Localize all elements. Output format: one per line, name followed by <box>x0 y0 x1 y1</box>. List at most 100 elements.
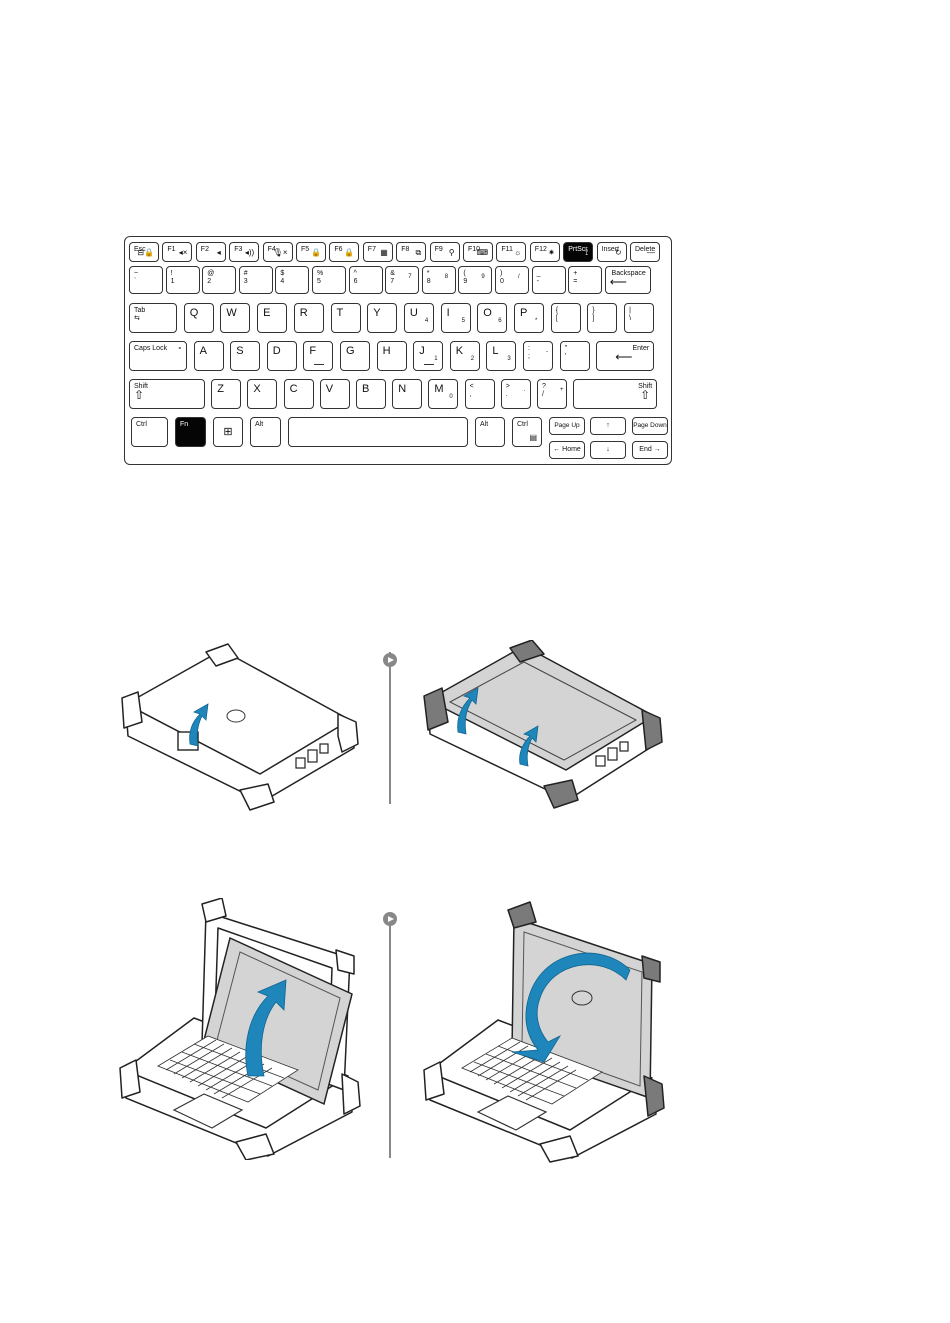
key-legend: L <box>492 345 499 357</box>
key-legend: 0 <box>500 278 504 285</box>
key-page-up[interactable]: Page Up <box>549 417 585 435</box>
homing-bar <box>424 363 435 365</box>
key-windows[interactable]: ⊞ <box>213 417 243 447</box>
key-fn[interactable]: Fn <box>175 417 206 447</box>
key-g[interactable]: G <box>340 341 370 371</box>
open-arrow-icon <box>245 979 287 1077</box>
key-v-4[interactable]: V <box>319 379 350 409</box>
key-f1[interactable]: F1◂× <box>162 242 193 262</box>
key-legend: ⊞ <box>223 426 233 438</box>
key-legend: 8 <box>444 274 449 280</box>
key-prtscr[interactable]: PrtScr⟟ <box>563 242 594 262</box>
key-c-3[interactable]: C <box>283 379 314 409</box>
key-sym[interactable]: |\ <box>624 303 655 333</box>
key-number-1[interactable]: !1 <box>165 266 200 294</box>
key-insert[interactable]: Insert↻ <box>596 242 627 262</box>
key-x-2[interactable]: X <box>247 379 278 409</box>
key-spacebar[interactable] <box>288 417 468 447</box>
key-legend: K <box>455 345 464 357</box>
key-number-5[interactable]: %5 <box>312 266 346 294</box>
key-d[interactable]: D <box>266 341 297 371</box>
key-legend: ⚲ <box>448 248 455 257</box>
key-number-11[interactable]: _- <box>531 266 566 294</box>
key-arrow-up[interactable]: ↑ <box>590 417 626 435</box>
key-caps-lock[interactable]: Caps Lock∘ <box>129 341 187 371</box>
key-delete[interactable]: Delete— <box>630 242 660 262</box>
key-esc[interactable]: Esc⊟🔒 <box>129 242 159 262</box>
key-sym[interactable]: {[ <box>550 303 581 333</box>
key-arrow-down[interactable]: ↓ <box>590 441 626 459</box>
key-legend: ∘ <box>177 345 182 352</box>
key-n-6[interactable]: N <box>392 379 423 409</box>
key-legend: , <box>469 391 472 398</box>
key-f8[interactable]: F8⧉ <box>396 242 427 262</box>
key-w[interactable]: W <box>220 303 251 333</box>
key-f[interactable]: F <box>303 341 334 371</box>
key-f7[interactable]: F7▦ <box>362 242 393 262</box>
key-h[interactable]: H <box>376 341 407 371</box>
key-number-10[interactable]: )0/ <box>495 266 529 294</box>
key-f9[interactable]: F9⚲ <box>429 242 460 262</box>
key-legend: 9 <box>481 274 485 280</box>
key-ctrl-left[interactable]: Ctrl <box>131 417 168 447</box>
key-alt-right[interactable]: Alt <box>475 417 505 447</box>
key-legend: V <box>325 383 334 395</box>
key-sym[interactable]: "' <box>559 341 590 371</box>
key-sym[interactable]: :;- <box>523 341 553 371</box>
key-legend: ⇧ <box>640 388 651 402</box>
key-s[interactable]: S <box>230 341 261 371</box>
key-f5[interactable]: F5🔒 <box>296 242 326 262</box>
key-y[interactable]: Y <box>367 303 398 333</box>
key-sym-8[interactable]: <, <box>464 379 495 409</box>
key-number-2[interactable]: @2 <box>202 266 237 294</box>
key-b-5[interactable]: B <box>356 379 386 409</box>
key-number-0[interactable]: ~` <box>129 266 163 294</box>
key-shift-0[interactable]: Shift⇧ <box>129 379 205 409</box>
key-q[interactable]: Q <box>183 303 214 333</box>
key-f2[interactable]: F2◂ <box>195 242 226 262</box>
key-number-3[interactable]: #3 <box>238 266 273 294</box>
key-tab[interactable]: Tab⇆ <box>129 303 177 333</box>
key-shift-11[interactable]: Shift⇧ <box>573 379 658 409</box>
key-legend: B <box>362 383 370 395</box>
key-t[interactable]: T <box>330 303 361 333</box>
key-e[interactable]: E <box>257 303 288 333</box>
key-f3[interactable]: F3◂)) <box>229 242 260 262</box>
key-f10[interactable]: F10⌨ <box>463 242 493 262</box>
key-ctrl-right[interactable]: Ctrl▤ <box>512 417 542 447</box>
key-z-1[interactable]: Z <box>211 379 242 409</box>
key-enter[interactable]: Enter⟵ <box>596 341 655 371</box>
key-number-6[interactable]: ^6 <box>348 266 383 294</box>
key-r[interactable]: R <box>293 303 324 333</box>
key-sym-10[interactable]: ?/+ <box>537 379 567 409</box>
key-legend: 5 <box>461 318 465 324</box>
key-sym[interactable]: }] <box>587 303 618 333</box>
key-number-13[interactable]: Backspace⟵ <box>604 266 651 294</box>
key-p[interactable]: P* <box>514 303 544 333</box>
key-end[interactable]: End → <box>632 441 668 459</box>
key-legend: W <box>226 307 237 319</box>
key-f6[interactable]: F6🔒 <box>329 242 360 262</box>
key-home[interactable]: ← Home <box>549 441 585 459</box>
key-f12[interactable]: F12✷ <box>529 242 560 262</box>
key-alt-left[interactable]: Alt <box>250 417 281 447</box>
key-page-down[interactable]: Page Down <box>632 417 668 435</box>
key-f4[interactable]: F4🎙× <box>262 242 293 262</box>
key-a[interactable]: A <box>193 341 224 371</box>
key-number-12[interactable]: += <box>568 266 603 294</box>
key-sym-9[interactable]: >.. <box>500 379 531 409</box>
key-legend: Page Down <box>633 422 667 429</box>
key-number-4[interactable]: $4 <box>275 266 310 294</box>
key-legend: ◂ <box>216 248 221 257</box>
key-f11[interactable]: F11☼ <box>496 242 527 262</box>
